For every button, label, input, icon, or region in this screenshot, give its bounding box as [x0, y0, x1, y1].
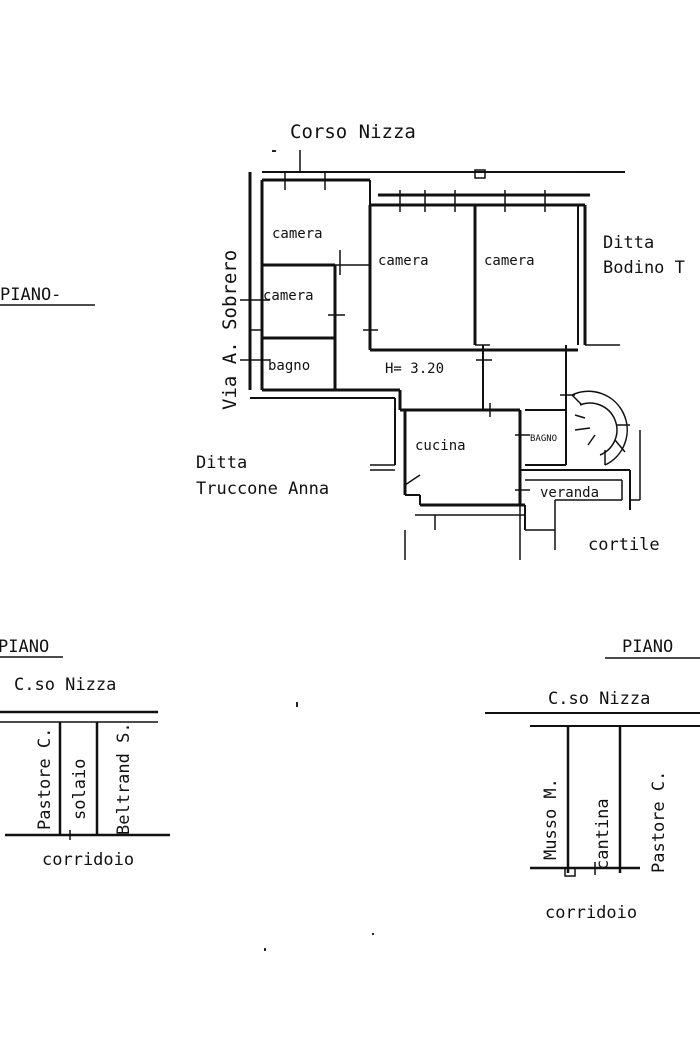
- exterior-walls: [248, 172, 641, 560]
- neighbor-east-line2: Bodino T: [603, 258, 685, 278]
- cellar-unit-center: cantina: [593, 798, 613, 870]
- room-veranda: veranda: [540, 485, 599, 501]
- attic-unit-center: solaio: [70, 759, 90, 820]
- neighbor-east-line1: Ditta: [603, 233, 654, 253]
- room-cucina: cucina: [415, 438, 466, 454]
- height-note: H= 3.20: [385, 361, 444, 377]
- attic-corridor-label: corridoio: [42, 850, 134, 870]
- attic-unit-right: Beltrand S.: [114, 722, 134, 835]
- cellar-section-label: PIANO: [622, 637, 673, 657]
- street-north-label: Corso Nizza: [290, 121, 416, 143]
- room-camera-3: camera: [484, 253, 535, 269]
- scan-specks: [264, 150, 374, 951]
- room-bagno-small: BAGNO: [530, 434, 557, 444]
- cellar-street-label: C.so Nizza: [548, 689, 650, 709]
- cellar-corridor-label: corridoio: [545, 903, 637, 923]
- cellar-unit-left: Musso M.: [541, 778, 561, 860]
- attic-plan: PIANO C.so Nizza Pastore C. solaio Beltr…: [0, 637, 170, 870]
- room-bagno: bagno: [268, 358, 310, 374]
- attic-street-label: C.so Nizza: [14, 675, 116, 695]
- attic-section-label: PIANO: [0, 637, 49, 657]
- room-camera-2: camera: [378, 253, 429, 269]
- spiral-staircase-icon: [571, 390, 630, 466]
- main-section-label: PIANO-: [0, 285, 61, 305]
- attic-unit-left: Pastore C.: [35, 728, 55, 830]
- room-camera-4: camera: [263, 288, 314, 304]
- openings: [240, 172, 575, 491]
- neighbor-west-line1: Ditta: [196, 453, 247, 473]
- room-camera-1: camera: [272, 226, 323, 242]
- cellar-unit-right: Pastore C.: [649, 771, 669, 873]
- neighbor-west-line2: Truccone Anna: [196, 479, 329, 499]
- street-west-label: Via A. Sobrero: [219, 250, 241, 410]
- courtyard-label: cortile: [588, 535, 660, 555]
- main-floor-plan: Corso Nizza Via A. Sobrero PIANO- Ditta …: [0, 121, 685, 560]
- cellar-plan: PIANO C.so Nizza Musso M. cantina Pastor…: [485, 637, 700, 923]
- interior-walls: [261, 205, 578, 466]
